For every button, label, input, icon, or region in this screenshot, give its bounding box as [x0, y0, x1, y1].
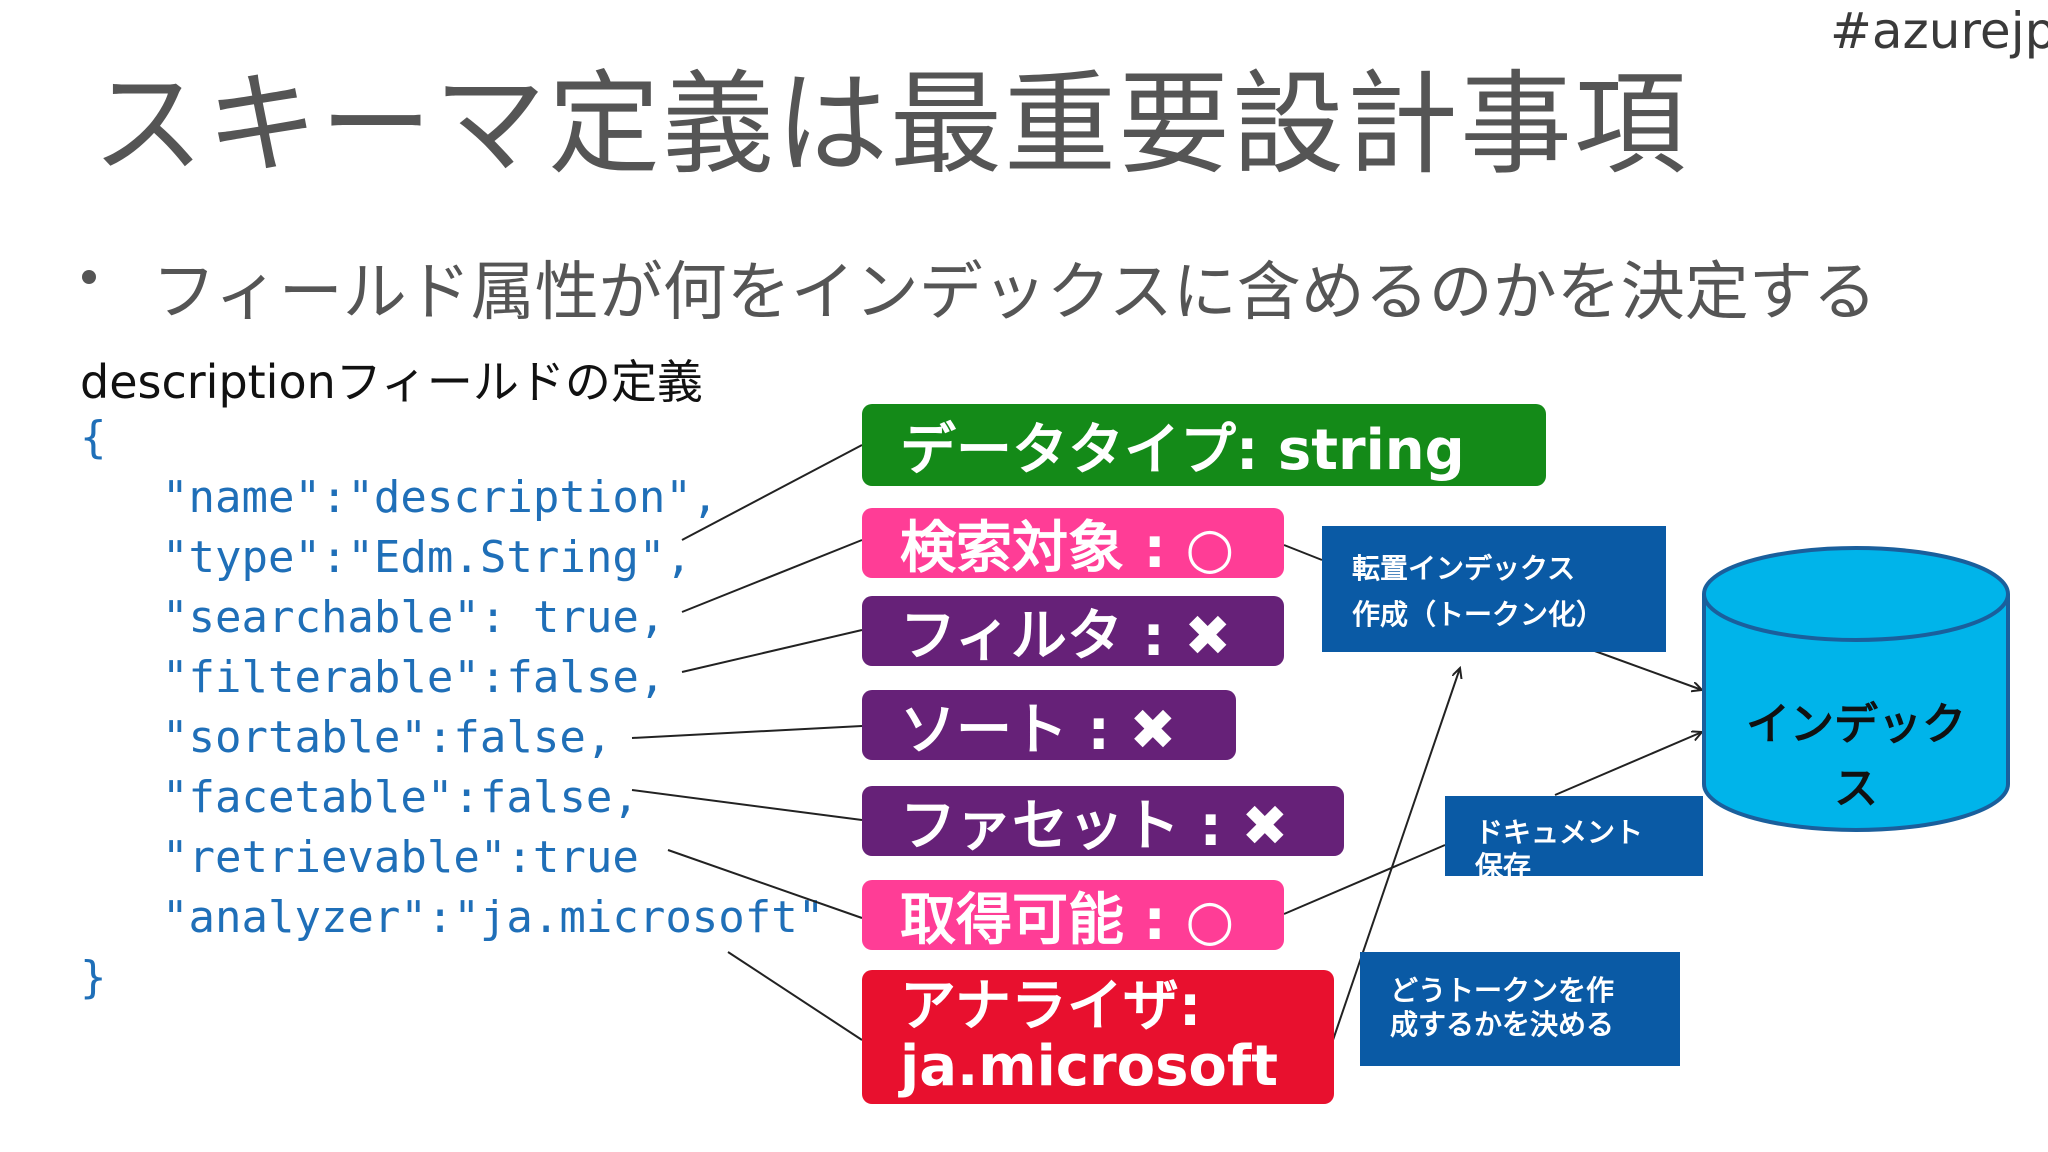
- arrow-inverted-index: [1591, 649, 1702, 690]
- code-line-analyzer: "analyzer":"ja.microsoft": [162, 892, 825, 943]
- filterable-box: フィルタ : ✖: [862, 596, 1284, 669]
- tokenize-note-line1: どうトークンを作: [1390, 974, 1615, 1007]
- bullet-text: フィールド属性が何をインデックスに含めるのかを決定する: [152, 256, 1877, 330]
- inverted-note-line1: 転置インデックス: [1352, 552, 1576, 585]
- document-store-note: ドキュメント 保存: [1445, 796, 1703, 876]
- code-line-sortable: "sortable":false,: [162, 712, 613, 763]
- code-open-brace: {: [80, 412, 107, 463]
- sortable-box: ソート : ✖: [862, 690, 1236, 763]
- bullet-dot: [82, 270, 96, 284]
- searchable-box: 検索対象 : ○: [862, 508, 1284, 581]
- arrow-document-index: [1554, 732, 1702, 796]
- code-line-name: "name":"description",: [162, 472, 719, 523]
- code-line-type: "type":"Edm.String",: [162, 532, 692, 583]
- connector-filterable: [681, 629, 863, 673]
- retrievable-box: 取得可能 : ○: [862, 880, 1284, 953]
- arrow-analyzer-inverted: [1332, 668, 1460, 1041]
- code-line-searchable: "searchable": true,: [162, 592, 666, 643]
- connector-facetable: [631, 789, 863, 821]
- document-note-line2: 保存: [1475, 850, 1532, 876]
- connector-retrievable-document: [1283, 844, 1446, 915]
- inverted-index-note: 転置インデックス 作成（トークン化）: [1322, 526, 1666, 652]
- code-line-filterable: "filterable":false,: [162, 652, 666, 703]
- analyzer-box-line2: ja.microsoft: [900, 1034, 1279, 1099]
- analyzer-box: アナライザ: ja.microsoft: [862, 970, 1334, 1104]
- code-line-facetable: "facetable":false,: [162, 772, 639, 823]
- inverted-note-line2: 作成（トークン化）: [1352, 598, 1605, 631]
- datatype-box: データタイプ: string: [862, 404, 1546, 486]
- definition-heading: descriptionフィールドの定義: [80, 355, 703, 409]
- tokenize-note-line2: 成するかを決める: [1390, 1008, 1615, 1041]
- analyzer-box-line1: アナライザ:: [900, 974, 1202, 1039]
- tokenize-note: どうトークンを作 成するかを決める: [1360, 952, 1680, 1066]
- connector-datatype: [681, 444, 863, 541]
- document-note-line1: ドキュメント: [1475, 816, 1644, 849]
- code-close-brace: }: [80, 952, 107, 1003]
- code-line-retrievable: "retrievable":true: [162, 832, 639, 883]
- connector-retrievable: [667, 849, 863, 919]
- facetable-box: ファセット : ✖: [862, 786, 1344, 859]
- index-cylinder: [1702, 546, 2010, 832]
- connector-searchable: [681, 539, 863, 613]
- slide-title: スキーマ定義は最重要設計事項: [92, 60, 1688, 190]
- hashtag: #azurejp: [1830, 2, 2048, 60]
- connector-analyzer: [727, 951, 863, 1041]
- connector-sortable: [631, 725, 863, 739]
- connector-searchable-inverted: [1283, 544, 1323, 561]
- index-label: インデックス: [1746, 699, 1966, 814]
